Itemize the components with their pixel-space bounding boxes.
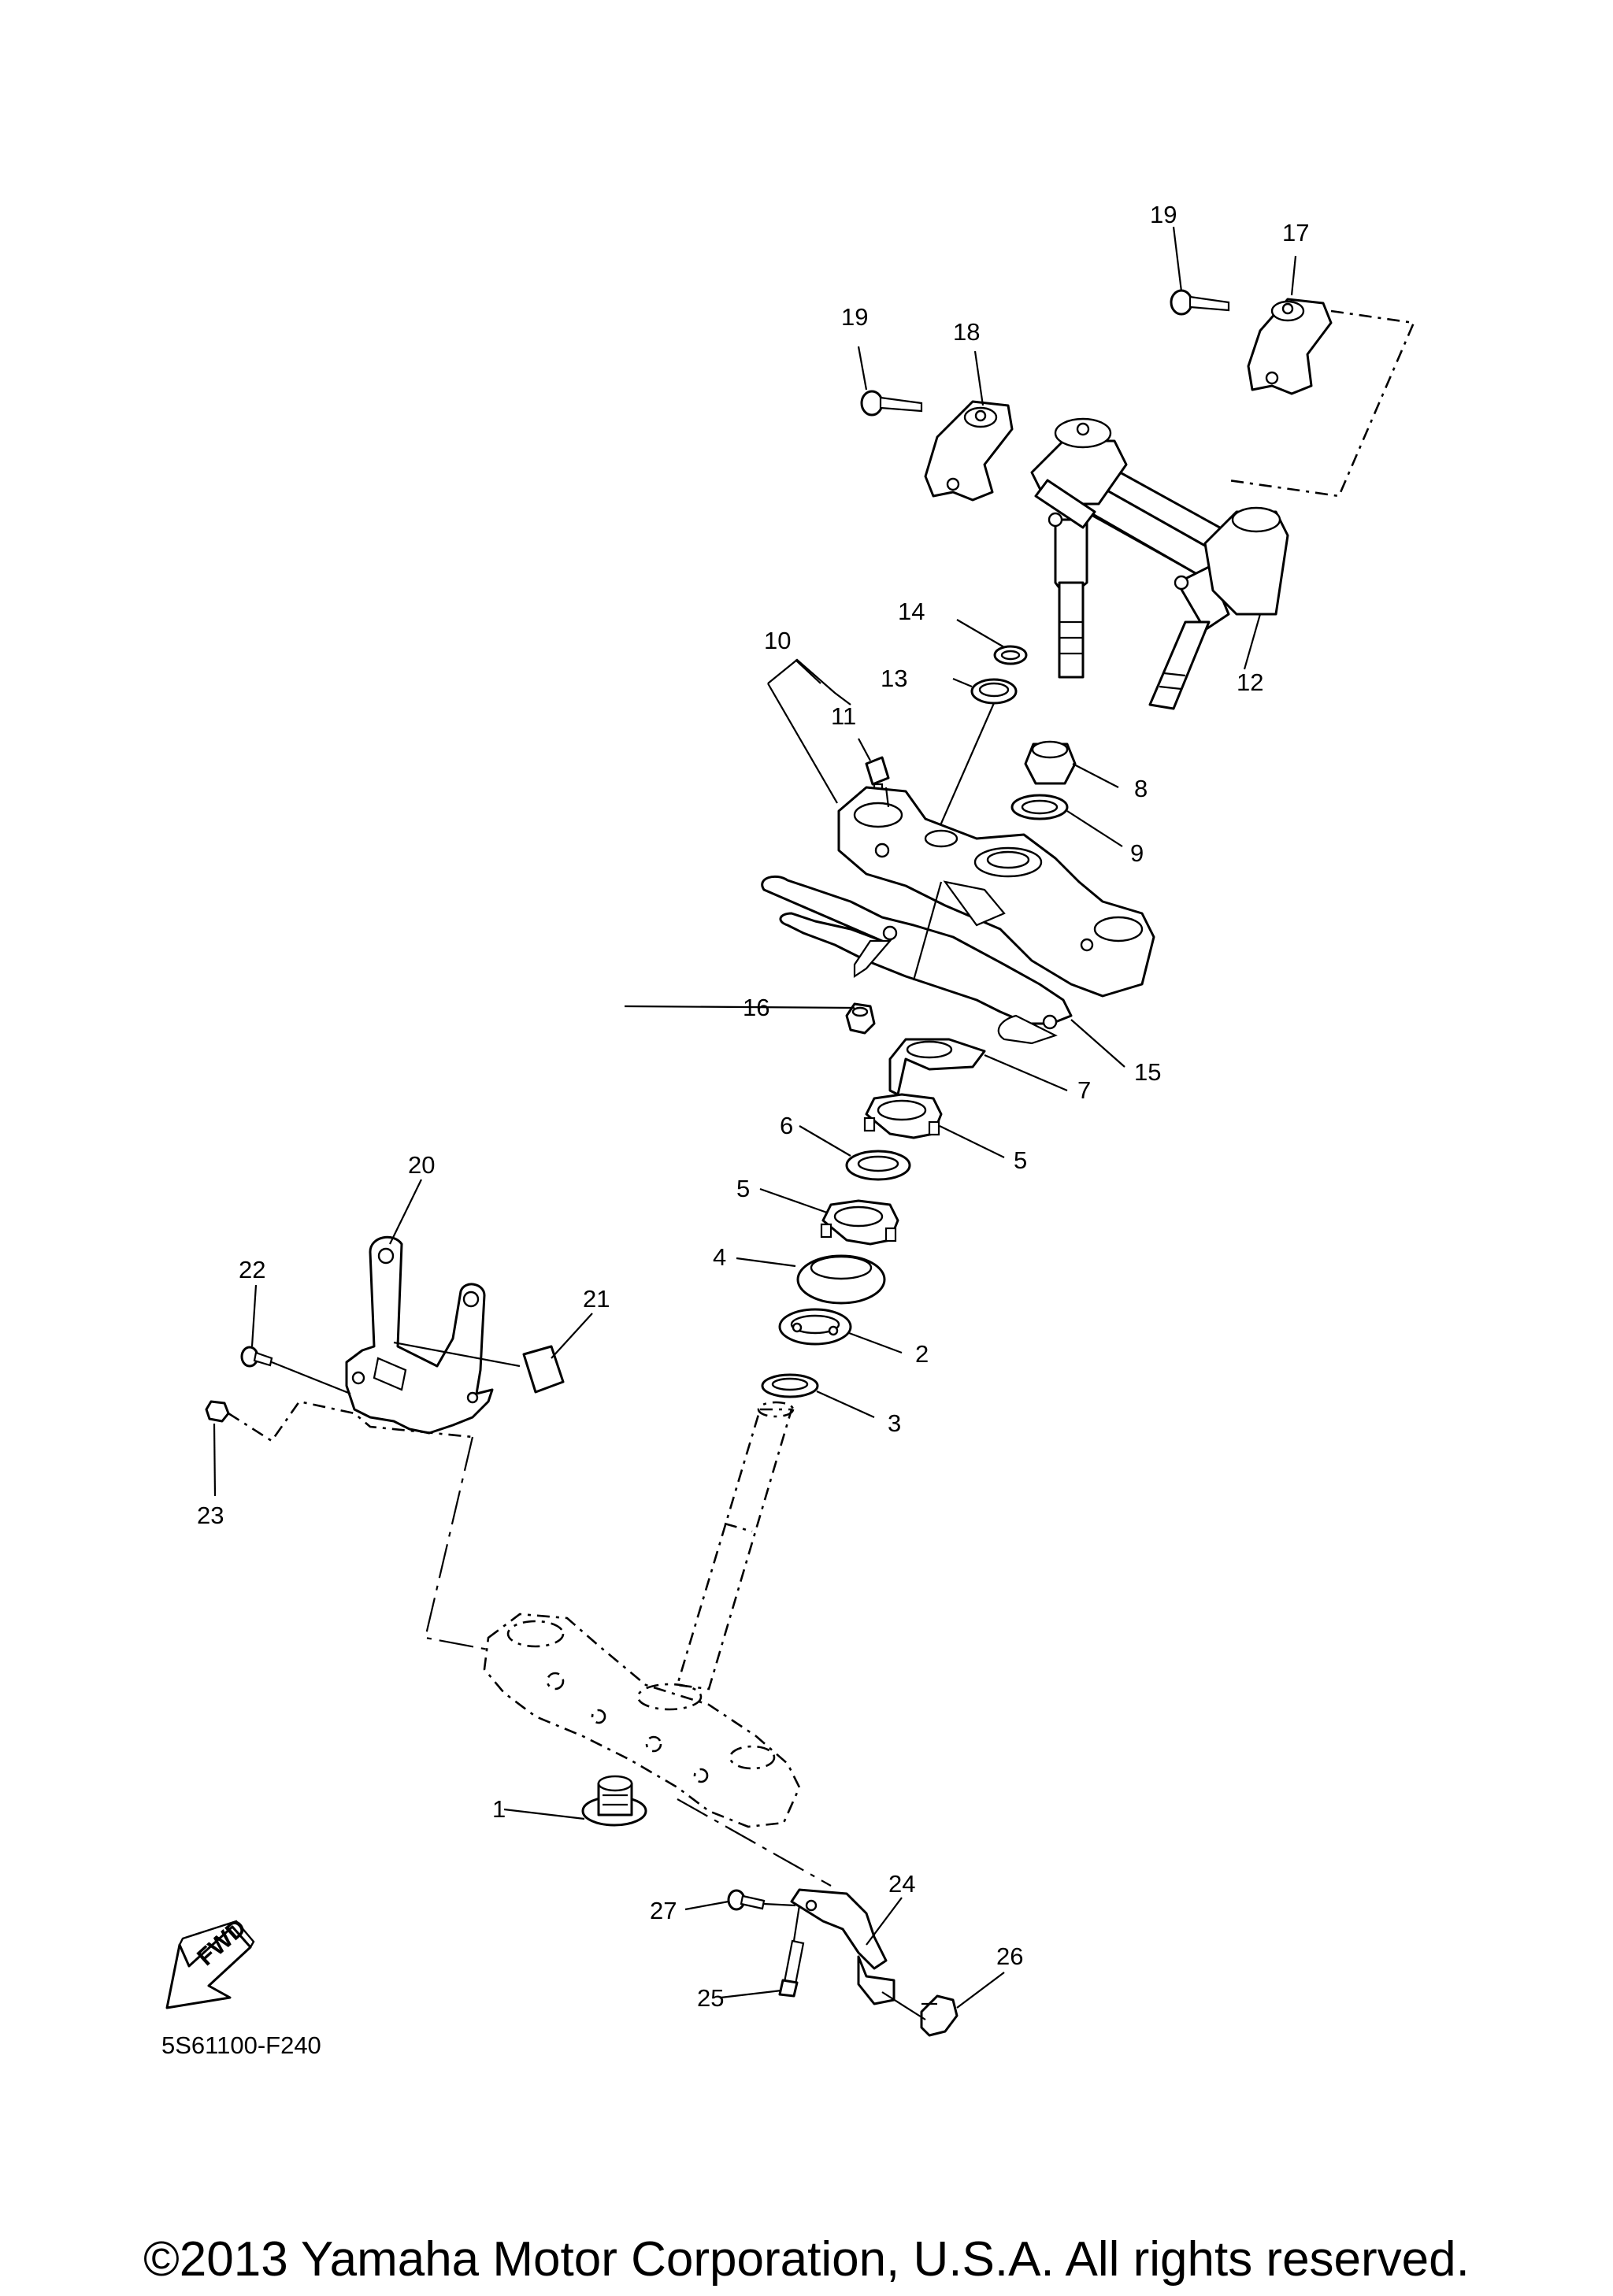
bolt-part-25 [778,1939,805,1998]
nut-part-23 [205,1400,230,1423]
bolt-part-22 [240,1346,273,1368]
callout-27[interactable]: 27 [650,1897,677,1924]
callout-15[interactable]: 15 [1134,1058,1161,1086]
copyright-notice: ©2013 Yamaha Motor Corporation, U.S.A. A… [143,2232,1470,2287]
callout-25[interactable]: 25 [697,1984,724,2012]
callout-21[interactable]: 21 [583,1285,610,1313]
seal-part-3 [761,1373,819,1398]
callout-18[interactable]: 18 [953,318,980,346]
cover-part-4 [796,1254,886,1305]
callout-23[interactable]: 23 [197,1502,224,1529]
callout-20[interactable]: 20 [408,1151,435,1179]
callout-5-upper[interactable]: 5 [1014,1146,1027,1174]
callout-14[interactable]: 14 [898,598,925,625]
callout-8[interactable]: 8 [1134,775,1148,802]
upper-handlebar-holder-part-18 [924,400,1014,502]
callout-10[interactable]: 10 [764,627,791,654]
washer-part-9 [1010,794,1069,820]
callout-26[interactable]: 26 [996,1942,1023,1970]
handlebar-holder-part-12 [1030,417,1289,710]
bolt-part-27 [727,1889,766,1911]
fwd-arrow-icon: FWD [165,1913,255,2009]
ring-nut-part-5-upper [863,1093,943,1139]
callout-3[interactable]: 3 [888,1409,901,1437]
callout-5-lower[interactable]: 5 [736,1175,750,1202]
callout-19-left[interactable]: 19 [841,303,868,331]
stem-nut-part-1 [581,1775,647,1827]
steering-stem-ghost [483,1401,801,1828]
callout-1[interactable]: 1 [492,1795,506,1823]
cable-guide-part-15 [761,875,1073,1045]
callout-24[interactable]: 24 [888,1870,915,1898]
cover-part-7 [888,1038,986,1096]
lock-washer-part-6 [845,1150,911,1181]
callout-17[interactable]: 17 [1282,219,1309,246]
callout-6[interactable]: 6 [780,1112,793,1139]
callout-12[interactable]: 12 [1237,668,1263,696]
callout-16[interactable]: 16 [743,994,769,1021]
washer-part-14 [993,645,1028,665]
callout-11[interactable]: 11 [831,702,856,730]
callout-9[interactable]: 9 [1130,839,1144,867]
pad-part-21 [522,1345,565,1394]
damper-part-13 [970,678,1018,705]
callout-22[interactable]: 22 [239,1256,265,1283]
diagram-code: 5S61100-F240 [161,2031,321,2059]
ring-nut-part-5-lower [820,1199,899,1246]
nut-part-16 [845,1002,876,1035]
upper-handlebar-holder-part-17 [1247,298,1333,395]
bolt-part-19-right [1170,289,1230,316]
nut-part-8 [1024,740,1077,785]
callout-7[interactable]: 7 [1077,1076,1091,1104]
bolt-part-19-left [860,390,923,417]
bracket-part-20 [345,1235,494,1435]
callout-4[interactable]: 4 [713,1243,726,1271]
clamp-part-26 [920,1994,959,2037]
upper-bracket-part-10 [837,786,1155,998]
bearing-part-2 [778,1308,852,1346]
callout-2[interactable]: 2 [915,1340,929,1368]
stay-part-24 [790,1888,895,2005]
callout-13[interactable]: 13 [881,665,907,692]
callout-19-right[interactable]: 19 [1150,201,1177,228]
